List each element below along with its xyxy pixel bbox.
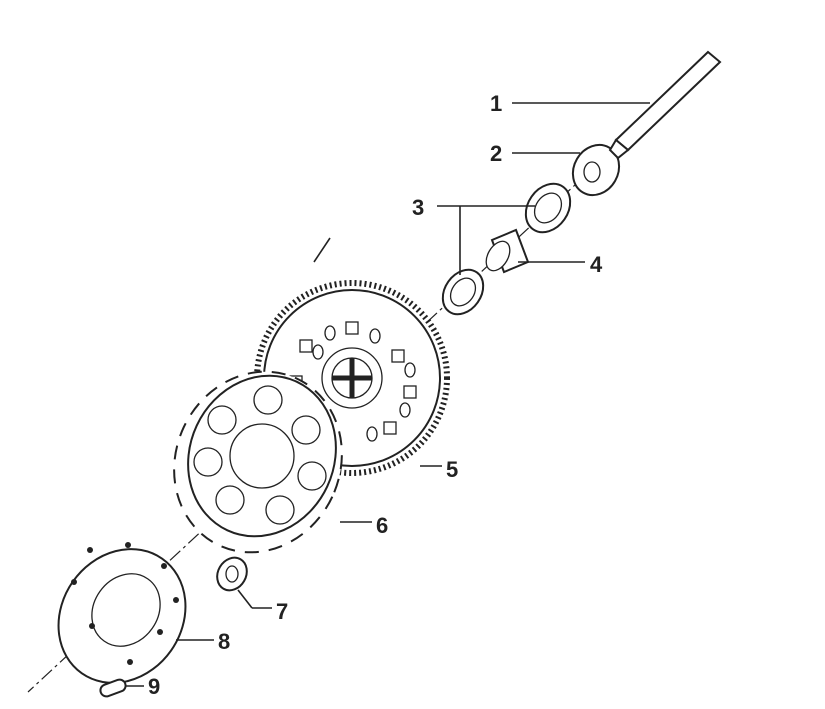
callout-7: 7	[276, 599, 288, 624]
callout-4: 4	[590, 252, 603, 277]
part-3-bearing-upper	[524, 182, 572, 234]
callout-3: 3	[412, 195, 424, 220]
callout-5: 5	[446, 457, 458, 482]
callout-1: 1	[490, 91, 502, 116]
part-2-washer	[571, 143, 621, 197]
part-9-pin	[99, 678, 127, 698]
part-6-clutch-basket	[173, 370, 343, 554]
part-7-nut	[216, 556, 248, 592]
callout-9: 9	[148, 674, 160, 699]
callout-6: 6	[376, 513, 388, 538]
callout-2: 2	[490, 141, 502, 166]
part-1-shaft	[608, 50, 722, 160]
part-4-bushing	[485, 228, 530, 274]
callout-8: 8	[218, 629, 230, 654]
part-8-plate	[57, 542, 187, 684]
part-3-bearing-lower	[441, 268, 485, 316]
